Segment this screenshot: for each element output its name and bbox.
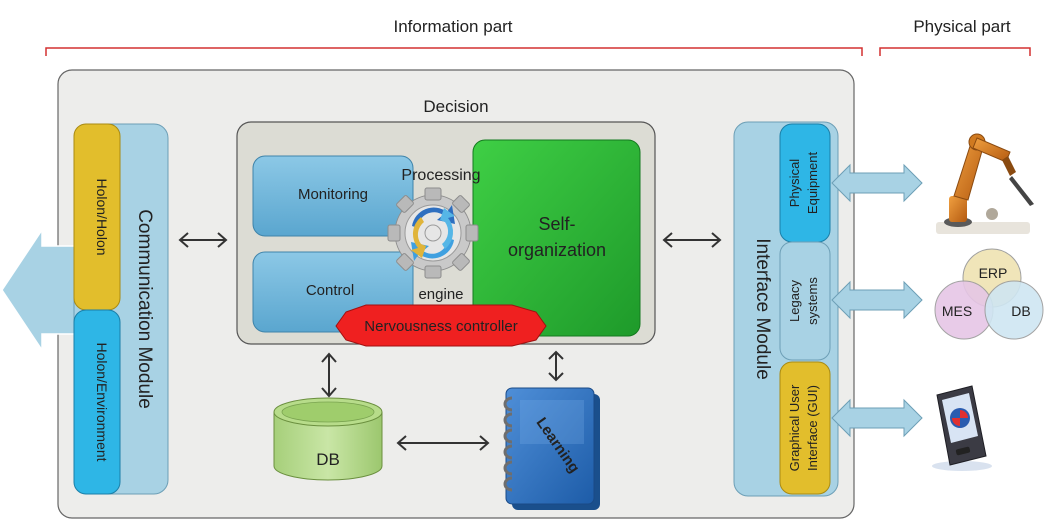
holon-holon-label: Holon/Holon [94, 178, 110, 255]
enterprise-systems-venn [934, 248, 1044, 340]
engine-label: engine [418, 286, 463, 303]
pda-device-icon [932, 385, 992, 471]
learning-book-icon [503, 387, 600, 510]
mes-label: MES [942, 303, 972, 319]
information-part-bracket [45, 47, 863, 56]
physical-part-bracket [879, 47, 1031, 56]
db-label: DB [316, 450, 340, 469]
monitoring-label: Monitoring [298, 186, 368, 203]
monitoring-box [252, 155, 414, 237]
industrial-robot-icon [936, 133, 1034, 234]
physical-equipment-label-2: Equipment [805, 152, 820, 215]
gui-link-arrow [831, 398, 923, 438]
self-organization-label-2: organization [508, 240, 606, 260]
venn-db-label: DB [1011, 303, 1030, 319]
control-label: Control [306, 282, 354, 299]
gui-box [779, 361, 831, 495]
erp-label: ERP [979, 265, 1008, 281]
communication-module-label: Communication Module [134, 209, 155, 409]
gui-label-1: Graphical User [787, 384, 802, 471]
self-organization-label-1: Self- [538, 214, 575, 234]
comm-decision-arrow [178, 232, 228, 248]
gui-label-2: Interface (GUI) [805, 385, 820, 471]
physical-equipment-label-1: Physical [787, 159, 802, 208]
legacy-systems-link-arrow [831, 280, 923, 320]
db-cylinder-icon [273, 397, 383, 481]
holon-environment-box [73, 309, 121, 495]
physical-equipment-link-arrow [831, 163, 923, 203]
legacy-systems-box [779, 241, 831, 361]
external-communication-arrow [1, 227, 77, 353]
holon-environment-label: Holon/Environment [94, 342, 110, 461]
interface-module-label: Interface Module [752, 238, 773, 380]
processing-label: Processing [401, 167, 480, 184]
decision-db-arrow [321, 352, 337, 398]
decision-interface-arrow [662, 232, 722, 248]
nervousness-controller-shape [335, 304, 547, 347]
physical-part-label: Physical part [913, 17, 1011, 36]
processing-engine-gear-icon [387, 187, 479, 279]
db-learning-arrow [396, 435, 490, 451]
information-part-label: Information part [393, 17, 512, 36]
nervousness-controller-label: Nervousness controller [364, 318, 517, 335]
legacy-systems-label-2: systems [805, 277, 820, 325]
decision-title: Decision [423, 97, 488, 116]
legacy-systems-label-1: Legacy [787, 280, 802, 322]
decision-learning-arrow [548, 350, 564, 382]
